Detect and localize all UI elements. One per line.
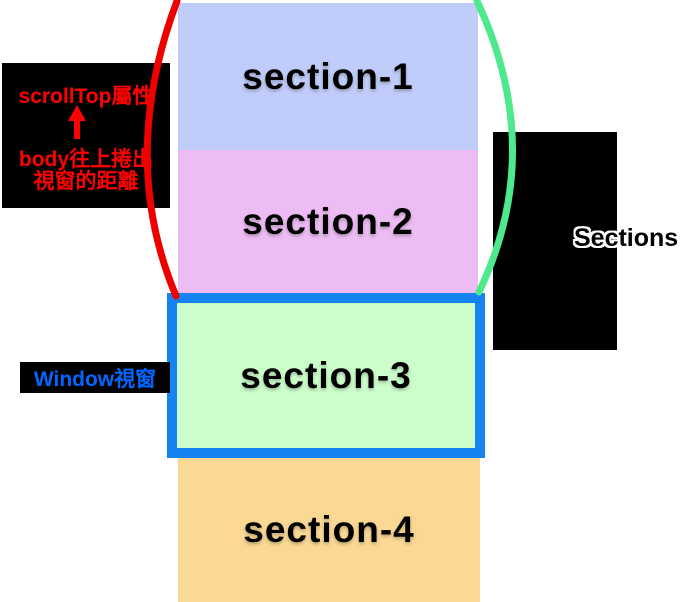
section-2-label: section-2: [242, 200, 414, 242]
scrolltop-property-title: scrollTop屬性: [18, 85, 154, 108]
scrolltop-desc-line2: 視窗的距離: [33, 170, 139, 193]
scrolltop-desc-line1: body往上捲出: [18, 148, 154, 171]
section-3-label: section-3: [240, 354, 412, 396]
window-viewport-label: Window視窗: [33, 367, 157, 391]
section-4-label: section-4: [243, 509, 415, 550]
section-1-label: section-1: [242, 55, 414, 97]
window-viewport-label-box: Window視窗: [20, 362, 170, 393]
section-4-block: section-4: [178, 458, 480, 602]
section-2-block: section-2: [178, 150, 478, 293]
section-1-block: section-1: [178, 3, 478, 150]
sections-note-label: Sections: [574, 224, 679, 252]
section-3-viewport-block: section-3: [167, 293, 485, 458]
scrolltop-annotation-box: scrollTop屬性 body往上捲出 視窗的距離: [2, 63, 170, 208]
